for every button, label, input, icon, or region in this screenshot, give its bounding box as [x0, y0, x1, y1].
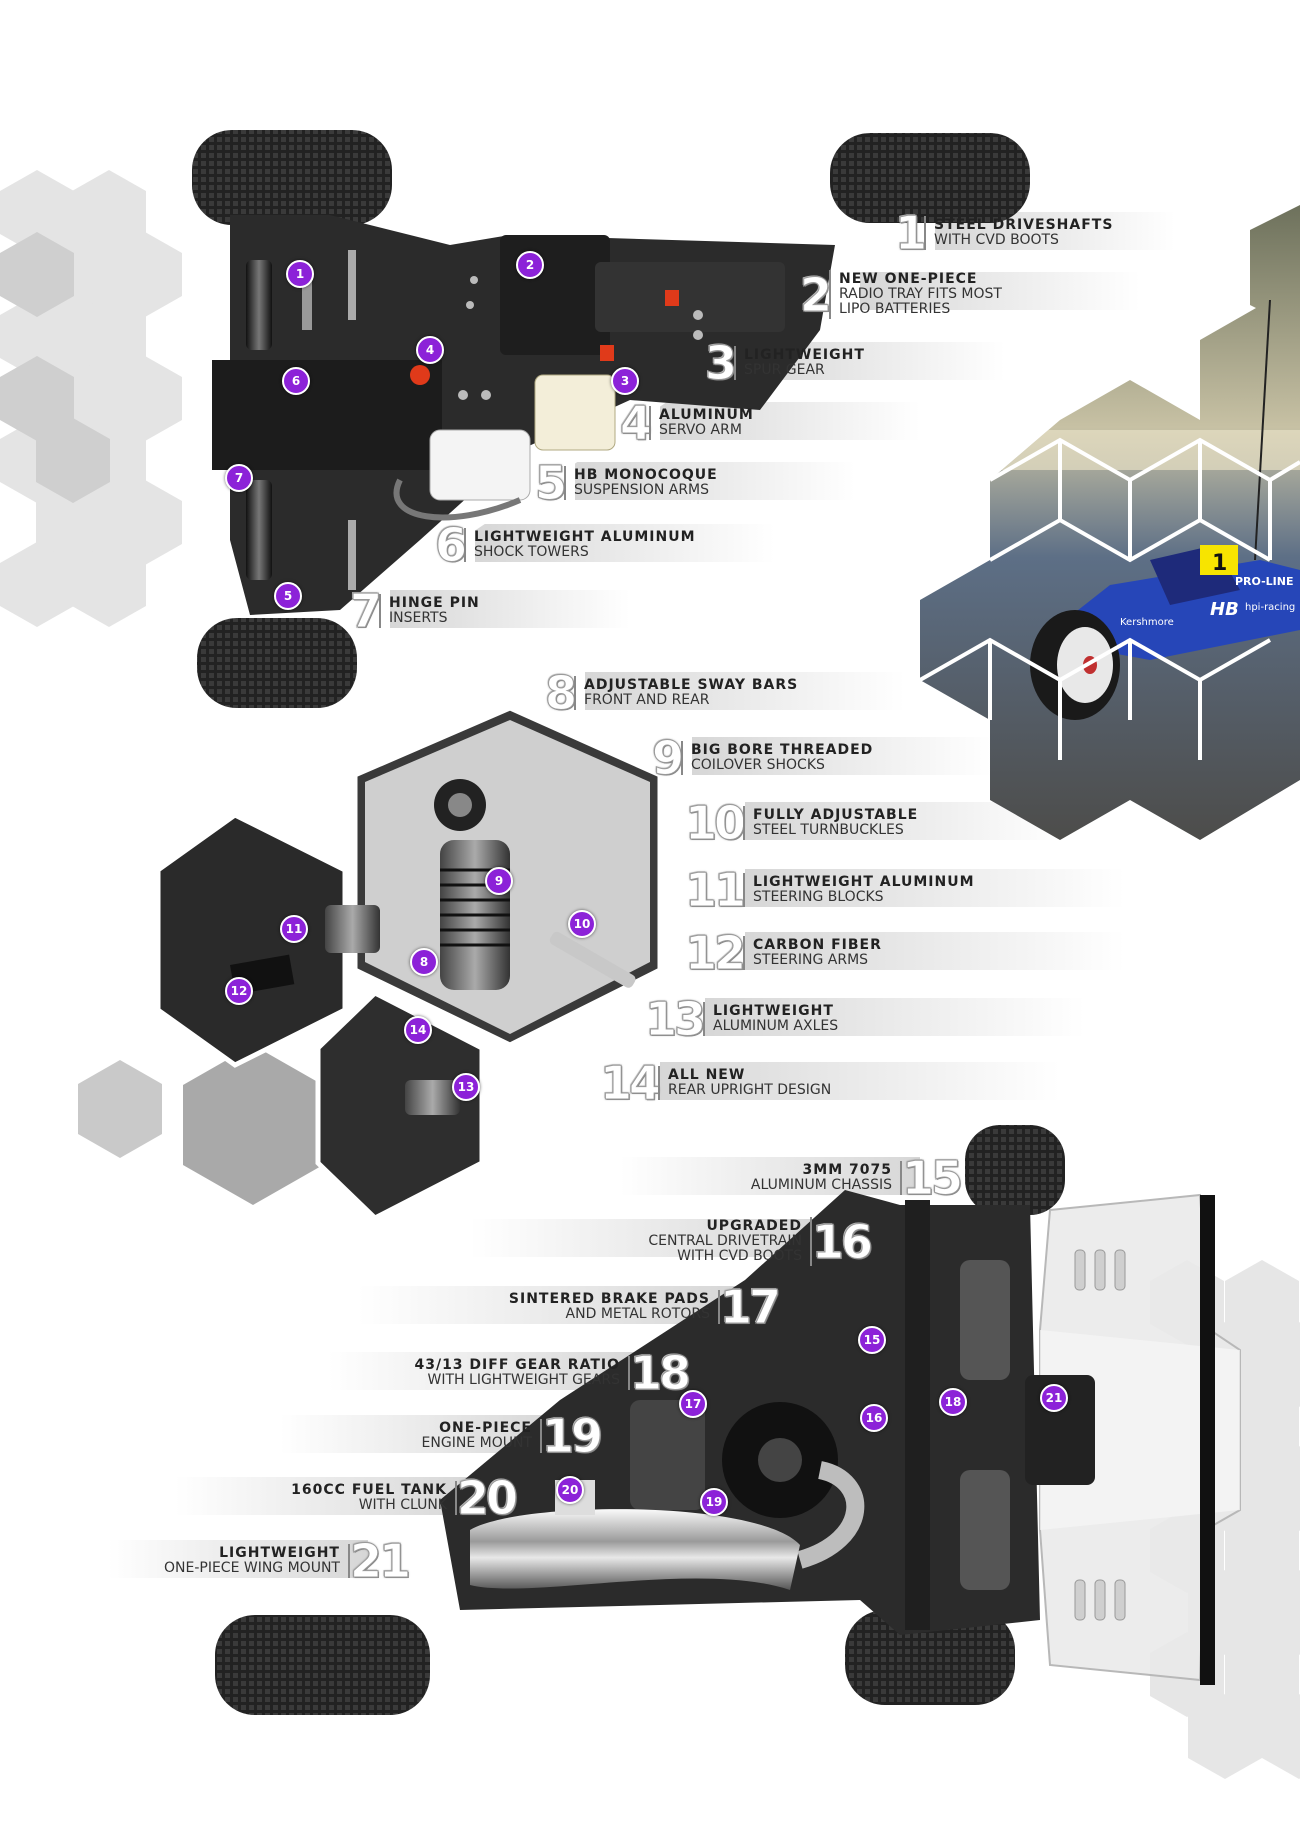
hex-shape: [183, 1045, 323, 1205]
hex-shape: [78, 1060, 162, 1158]
feature-number: 7: [349, 584, 382, 638]
badge-6: 6: [282, 367, 310, 395]
wheel-front-right: [830, 133, 1030, 223]
car-number-decal: 1: [1212, 551, 1227, 576]
feature-number: 3: [704, 336, 737, 390]
feature-number: 5: [534, 456, 567, 510]
decal-hb: HB: [1210, 599, 1239, 620]
feature-number: 8: [544, 666, 577, 720]
badge-20: 20: [556, 1476, 584, 1504]
badge-14: 14: [404, 1016, 432, 1044]
feature-number: 21: [349, 1534, 411, 1588]
feature-number: 17: [719, 1280, 781, 1334]
feature-number: 14: [599, 1056, 661, 1110]
badge-11: 11: [280, 915, 308, 943]
badge-5: 5: [274, 582, 302, 610]
feature-number: 18: [629, 1346, 691, 1400]
decal-hpi: hpi-racing: [1245, 602, 1295, 613]
wheel-rear-left: [197, 618, 357, 708]
feature-number: 2: [799, 267, 832, 322]
decal-proline: PRO-LINE: [1235, 575, 1293, 588]
feature-number: 20: [456, 1471, 518, 1525]
wheel-rear-right: [965, 1125, 1065, 1215]
badge-13: 13: [452, 1073, 480, 1101]
feature-number: 6: [434, 518, 467, 572]
badge-7: 7: [225, 464, 253, 492]
badge-10: 10: [568, 910, 596, 938]
steering-detail-hex: [155, 812, 348, 1068]
badge-9: 9: [485, 867, 513, 895]
feature-number: 1: [894, 206, 927, 260]
badge-1: 1: [286, 260, 314, 288]
decal-kershmore: Kershmore: [1120, 617, 1174, 628]
exhaust-pipe: [470, 1509, 800, 1590]
feature-number: 4: [619, 396, 652, 450]
badge-16: 16: [860, 1404, 888, 1432]
badge-12: 12: [225, 977, 253, 1005]
badge-8: 8: [410, 948, 438, 976]
feature-number: 10: [684, 796, 746, 850]
badge-4: 4: [416, 336, 444, 364]
badge-2: 2: [516, 251, 544, 279]
feature-number: 15: [901, 1151, 963, 1205]
badge-3: 3: [611, 367, 639, 395]
feature-number: 16: [811, 1214, 873, 1269]
badge-17: 17: [679, 1390, 707, 1418]
badge-15: 15: [858, 1326, 886, 1354]
badge-19: 19: [700, 1488, 728, 1516]
badge-18: 18: [939, 1388, 967, 1416]
feature-number: 13: [644, 992, 706, 1046]
feature-number: 12: [684, 926, 746, 980]
feature-number: 9: [651, 731, 684, 785]
wheel-front-left: [192, 130, 392, 225]
feature-number: 19: [541, 1409, 603, 1463]
feature-number: 11: [684, 863, 746, 917]
badge-21: 21: [1040, 1384, 1068, 1412]
upright-detail-hex: [315, 989, 485, 1222]
